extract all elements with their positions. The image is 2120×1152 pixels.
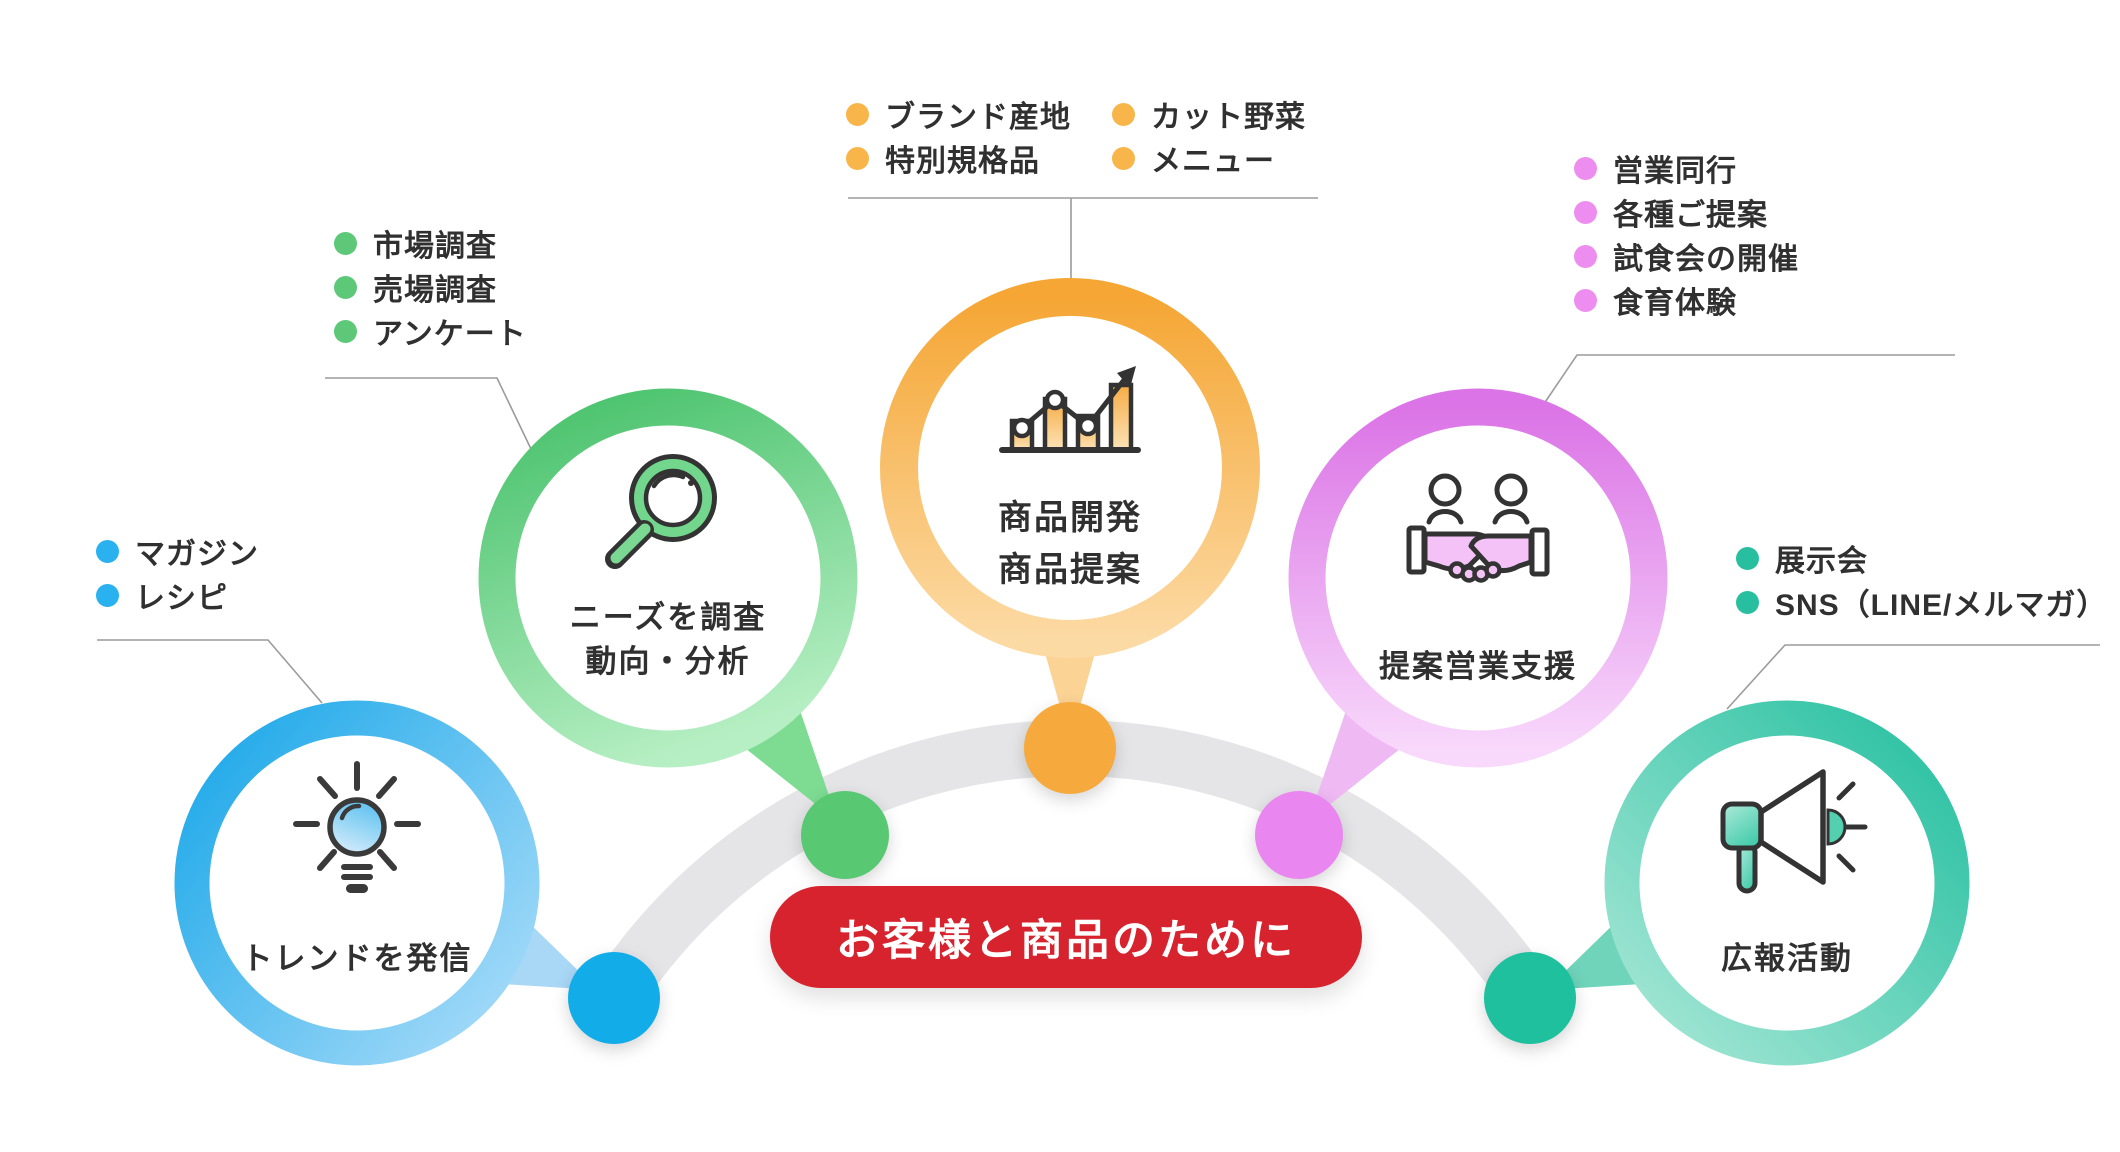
pr-item-list: 展示会 SNS（LINE/メルマガ） <box>1736 536 2107 624</box>
trend-arc-dot <box>568 952 660 1044</box>
pr-arc-dot <box>1484 952 1576 1044</box>
bullet-dot <box>1574 288 1597 312</box>
trend-bubble-label: トレンドを発信 <box>241 941 473 976</box>
trend-item-list: マガジン レシピ <box>96 529 259 617</box>
list-item-label: 展示会 <box>1775 545 1868 578</box>
bullet-dot <box>96 583 119 607</box>
research-bubble-label-line2: 動向・分析 <box>585 644 751 679</box>
pr-bubble-ring <box>1604 700 1970 1066</box>
bullet-dot <box>334 275 357 299</box>
list-item-label: メニュー <box>1151 145 1275 178</box>
sales-item-list: 営業同行 各種ご提案 試食会の開催 食育体験 <box>1574 146 1799 322</box>
central-banner-label: お客様と商品のために <box>836 917 1296 965</box>
list-item-label: 各種ご提案 <box>1613 199 1768 232</box>
list-item: マガジン <box>96 529 259 573</box>
megaphone-icon <box>1720 769 1868 894</box>
handshake-icon <box>1406 473 1550 583</box>
bar-chart-icon <box>999 366 1141 453</box>
bullet-dot <box>1574 156 1597 180</box>
sales-connector <box>1532 354 1955 421</box>
list-item: ブランド産地 <box>846 92 1071 136</box>
list-item-label: マガジン <box>135 538 259 571</box>
list-item: 食育体験 <box>1574 278 1799 322</box>
list-item-label: カット野菜 <box>1151 101 1306 134</box>
development-item-list-left: ブランド産地 特別規格品 <box>846 92 1071 180</box>
list-item: カット野菜 <box>1112 92 1306 136</box>
list-item-label: 特別規格品 <box>885 145 1040 178</box>
trend-bubble-ring <box>174 700 540 1066</box>
list-item-label: 食育体験 <box>1613 287 1737 320</box>
list-item: 売場調査 <box>334 265 527 309</box>
bullet-dot <box>96 539 119 563</box>
development-item-list-right: カット野菜 メニュー <box>1112 92 1306 180</box>
development-bubble-label: 商品開発 商品提案 <box>920 492 1220 596</box>
list-item: 市場調査 <box>334 221 527 265</box>
bullet-dot <box>1112 146 1135 170</box>
list-item: 各種ご提案 <box>1574 190 1799 234</box>
development-arc-dot <box>1024 702 1116 794</box>
bullet-dot <box>846 102 869 126</box>
central-banner: お客様と商品のために <box>770 886 1362 988</box>
list-item: 展示会 <box>1736 536 2107 580</box>
research-bubble-label-line1: ニーズを調査 <box>569 600 767 635</box>
list-item-label: レシピ <box>135 582 228 615</box>
bullet-dot <box>1736 590 1759 614</box>
list-item-label: ブランド産地 <box>885 101 1071 134</box>
list-item: SNS（LINE/メルマガ） <box>1736 580 2107 624</box>
sales-arc-dot <box>1255 791 1343 879</box>
list-item: レシピ <box>96 573 259 617</box>
list-item: アンケート <box>334 309 527 353</box>
bullet-dot <box>334 231 357 255</box>
list-item: 試食会の開催 <box>1574 234 1799 278</box>
research-connector <box>325 377 532 450</box>
list-item-label: 試食会の開催 <box>1613 243 1799 276</box>
pr-connector <box>1726 644 2100 710</box>
development-bubble-label-line1: 商品開発 <box>998 499 1142 537</box>
research-bubble-label: ニーズを調査 動向・分析 <box>508 596 828 684</box>
bullet-dot <box>334 319 357 343</box>
list-item-label: SNS（LINE/メルマガ） <box>1775 589 2108 622</box>
list-item-label: 市場調査 <box>373 230 497 263</box>
research-bubble-ring <box>478 388 858 768</box>
sales-bubble-label: 提案営業支援 <box>1379 649 1577 684</box>
bullet-dot <box>846 146 869 170</box>
lightbulb-icon <box>293 761 421 893</box>
bullet-dot <box>1736 546 1759 570</box>
list-item-label: 売場調査 <box>373 274 497 307</box>
list-item-label: アンケート <box>373 318 527 351</box>
bullet-dot <box>1574 244 1597 268</box>
bullet-dot <box>1574 200 1597 224</box>
list-item: 特別規格品 <box>846 136 1071 180</box>
list-item: 営業同行 <box>1574 146 1799 190</box>
list-item-label: 営業同行 <box>1613 155 1737 188</box>
development-bubble-ring <box>880 278 1260 658</box>
magnifier-icon <box>605 454 717 569</box>
trend-connector <box>97 639 323 704</box>
development-bubble-label-line2: 商品提案 <box>998 551 1142 589</box>
research-item-list: 市場調査 売場調査 アンケート <box>334 221 527 353</box>
bullet-dot <box>1112 102 1135 126</box>
pr-bubble-label: 広報活動 <box>1721 941 1853 976</box>
research-arc-dot <box>801 791 889 879</box>
list-item: メニュー <box>1112 136 1306 180</box>
